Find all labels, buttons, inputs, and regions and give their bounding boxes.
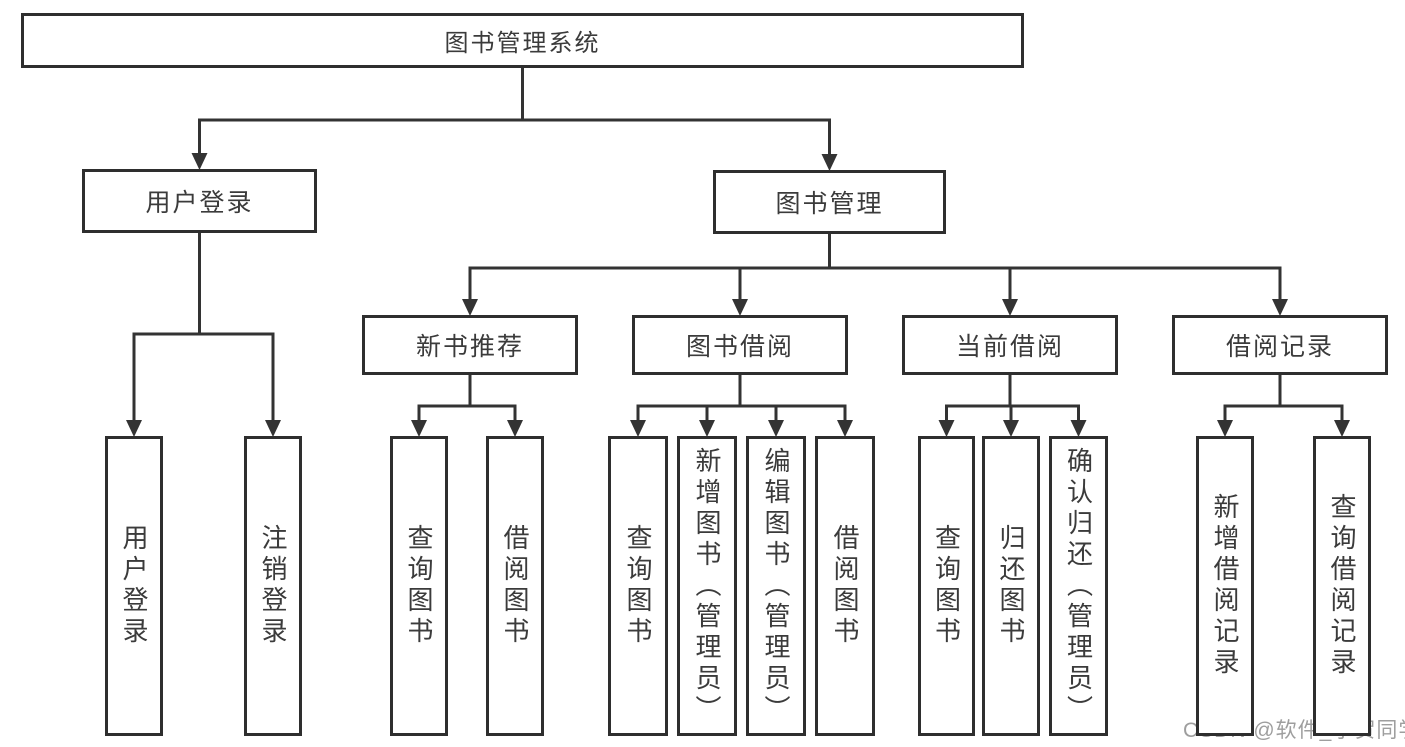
node-label: 当前借阅: [955, 333, 1064, 361]
node-label: 图书管理: [775, 190, 884, 218]
node-leaf-user-login: 用户登录: [105, 436, 163, 736]
node-label: 用户登录: [145, 189, 254, 217]
node-label: 借阅图书: [830, 524, 860, 648]
node-leaf-add-book: 新增图书（管理员）: [677, 436, 737, 736]
node-label: 新书推荐: [415, 333, 524, 361]
node-leaf-query-book-3: 查询图书: [918, 436, 975, 736]
node-label: 查询图书: [931, 524, 962, 648]
node-label: 确认归还（管理员）: [1063, 446, 1094, 726]
node-leaf-borrow-book-2: 借阅图书: [815, 436, 875, 736]
node-new-book-rec: 新书推荐: [362, 315, 578, 375]
node-book-mgmt: 图书管理: [713, 170, 946, 234]
node-leaf-query-book-1: 查询图书: [390, 436, 448, 736]
node-borrow-records: 借阅记录: [1172, 315, 1388, 375]
node-label: 新增图书（管理员）: [692, 446, 722, 726]
node-label: 借阅记录: [1225, 333, 1334, 361]
node-book-borrow: 图书借阅: [632, 315, 848, 375]
node-leaf-borrow-book-1: 借阅图书: [486, 436, 544, 736]
node-current-borrow: 当前借阅: [902, 315, 1118, 375]
node-leaf-confirm-return: 确认归还（管理员）: [1049, 436, 1108, 736]
node-label: 用户登录: [119, 524, 149, 648]
node-root: 图书管理系统: [21, 13, 1024, 68]
node-leaf-query-book-2: 查询图书: [608, 436, 668, 736]
node-leaf-return-book: 归还图书: [982, 436, 1040, 736]
node-label: 编辑图书（管理员）: [761, 446, 791, 726]
node-label: 查询图书: [404, 524, 434, 648]
node-label: 查询借阅记录: [1327, 493, 1357, 679]
node-leaf-query-record: 查询借阅记录: [1313, 436, 1371, 736]
node-leaf-add-record: 新增借阅记录: [1196, 436, 1254, 736]
node-leaf-edit-book: 编辑图书（管理员）: [746, 436, 806, 736]
node-label: 查询图书: [623, 524, 653, 648]
node-label: 归还图书: [996, 524, 1026, 648]
node-leaf-logout: 注销登录: [244, 436, 302, 736]
node-label: 新增借阅记录: [1210, 493, 1240, 679]
node-label: 注销登录: [258, 524, 288, 648]
node-label: 借阅图书: [500, 524, 530, 648]
node-label: 图书管理系统: [444, 30, 601, 57]
node-label: 图书借阅: [685, 333, 794, 361]
node-user-login: 用户登录: [82, 169, 317, 233]
